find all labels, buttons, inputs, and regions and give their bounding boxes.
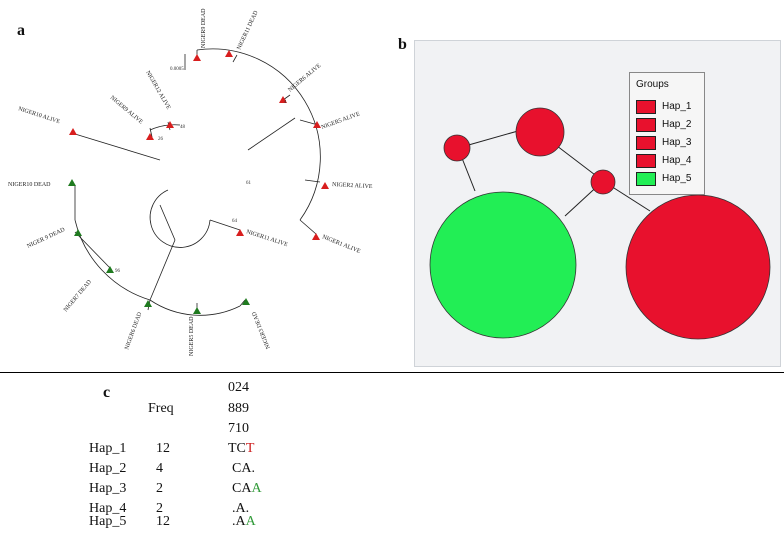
seq-plain: TC [228, 441, 246, 456]
leaf-label: NIGER9 DEAD [201, 8, 207, 48]
legend-swatch [636, 154, 656, 168]
marker-niger7-dead [106, 266, 114, 273]
hap-sequence: .A. [232, 501, 249, 517]
marker-niger1-alive [312, 233, 320, 240]
leaf-label: NIGER1 ALIVE [321, 234, 361, 255]
marker-niger11-alive [236, 229, 244, 236]
legend-label: Hap_5 [662, 173, 692, 184]
hap-freq: 2 [156, 481, 163, 496]
node-hap-1 [625, 194, 771, 340]
marker-niger10-dead [68, 179, 76, 186]
legend-item-hap4: Hap_4 [636, 154, 700, 168]
marker-niger11-dead [225, 50, 233, 57]
leaf-label: NIGER9 ALIVE [109, 95, 144, 126]
marker-niger12-alive [166, 121, 174, 128]
seq-plain: .A. [232, 501, 250, 516]
seq-highlight: A [251, 481, 262, 496]
legend-swatch [636, 136, 656, 150]
hap-freq: 2 [156, 501, 163, 516]
marker-niger6-dead [144, 300, 152, 307]
marker-niger3-dead [242, 298, 250, 305]
legend-swatch [636, 172, 656, 186]
seq-highlight: T [245, 441, 255, 456]
leaf-label: NIGER12 ALIVE [144, 70, 171, 111]
leaf-label: NIGER3 DEAD [251, 310, 272, 349]
leaf-label: NIGER10 DEAD [8, 182, 51, 188]
svg-text:61: 61 [246, 181, 252, 186]
svg-text:96: 96 [115, 269, 121, 274]
legend-item-hap2: Hap_2 [636, 118, 700, 132]
scale-bar-label: 0.0005 [170, 67, 184, 72]
hap-name: Hap_5 [89, 514, 127, 529]
svg-text:64: 64 [232, 219, 238, 224]
marker-niger5-dead [193, 307, 201, 314]
marker-niger10-alive [69, 128, 77, 135]
tree-branches [74, 48, 321, 316]
leaf-label: NIGER11 ALIVE [245, 229, 288, 248]
svg-text:48: 48 [180, 125, 186, 130]
legend-label: Hap_3 [662, 137, 692, 148]
marker-niger9-dead [193, 54, 201, 61]
network-legend: Groups Hap_1 Hap_2 Hap_3 Hap_4 Hap_5 [629, 72, 705, 195]
legend-label: Hap_2 [662, 119, 692, 130]
hap-sequence: CA. [232, 461, 255, 477]
seq-plain: .A [232, 514, 246, 529]
phylogenetic-tree: 0.0005 48 26 4 61 64 96 NIGER9 DEAD NIGE… [8, 8, 373, 356]
svg-text:4: 4 [284, 100, 287, 105]
hap-name: Hap_4 [89, 501, 127, 516]
legend-swatch [636, 100, 656, 114]
position-row-1: 024 [228, 380, 249, 395]
legend-swatch [636, 118, 656, 132]
panel-label-c: c [103, 384, 111, 401]
haplotype-network [429, 107, 771, 340]
leaf-label: NIGER2 ALIVE [332, 182, 373, 190]
hap-name: Hap_1 [89, 441, 127, 456]
leaf-label: NIGER6 DEAD [124, 311, 143, 351]
seq-highlight: A [245, 514, 256, 529]
hap-freq: 4 [156, 461, 163, 476]
seq-plain: CA. [232, 461, 255, 476]
hap-freq: 12 [156, 441, 170, 456]
marker-niger9-alive [146, 133, 154, 140]
node-hap-small-b [590, 169, 616, 195]
panel-label-b: b [398, 36, 407, 53]
legend-label: Hap_1 [662, 101, 692, 112]
node-hap-medium [515, 107, 565, 157]
hap-sequence: CAA [232, 481, 262, 497]
panel-label-a: a [17, 22, 25, 39]
seq-plain: CA [232, 481, 252, 496]
hap-sequence: TCT [228, 441, 254, 457]
panel-divider [0, 372, 784, 373]
node-hap-small-a [443, 134, 471, 162]
leaf-label: NIGER7 DEAD [63, 279, 93, 314]
marker-niger-9-dead [74, 229, 82, 236]
freq-header: Freq [148, 401, 174, 416]
bootstrap-values: 48 26 4 61 64 96 [115, 100, 287, 274]
position-row-2: 889 [228, 401, 249, 416]
hap-name: Hap_3 [89, 481, 127, 496]
haplotype-network-panel: Groups Hap_1 Hap_2 Hap_3 Hap_4 Hap_5 [414, 40, 781, 367]
leaf-label: NIGER5 DEAD [189, 316, 195, 356]
legend-item-hap1: Hap_1 [636, 100, 700, 114]
leaf-label: NIGER5 ALIVE [321, 111, 361, 131]
hap-name: Hap_2 [89, 461, 127, 476]
legend-item-hap5: Hap_5 [636, 172, 700, 186]
leaf-label: NIGER6 ALIVE [287, 63, 322, 94]
hap-freq: 12 [156, 514, 170, 529]
leaf-label: NIGER 9 DEAD [26, 227, 66, 250]
marker-niger6-alive [279, 96, 287, 103]
marker-niger2-alive [321, 182, 329, 189]
legend-title: Groups [636, 79, 669, 90]
node-hap-5 [429, 191, 577, 339]
legend-item-hap3: Hap_3 [636, 136, 700, 150]
position-row-3: 710 [228, 421, 249, 436]
legend-label: Hap_4 [662, 155, 692, 166]
leaf-markers [68, 50, 329, 314]
leaf-label: NIGER11 DEAD [236, 9, 260, 50]
leaf-label: NIGER10 ALIVE [17, 106, 61, 125]
svg-text:26: 26 [158, 137, 164, 142]
hap-sequence: .AA [232, 514, 256, 530]
marker-niger5-alive [313, 121, 321, 128]
